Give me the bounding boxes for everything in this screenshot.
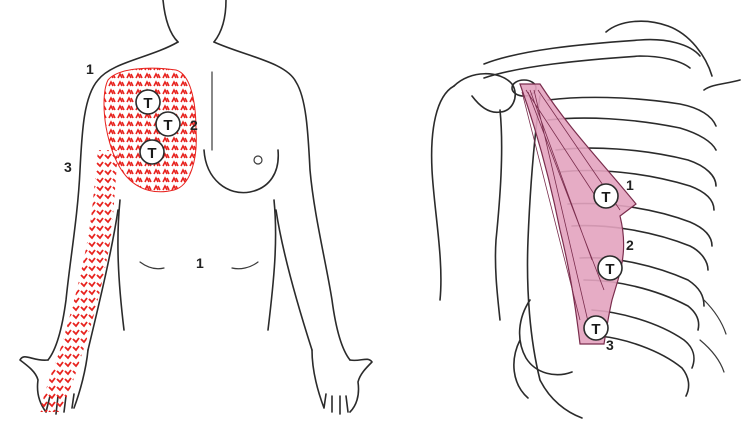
nipple-right (254, 156, 262, 164)
inner-arm-outline (88, 210, 312, 350)
svg-text:1: 1 (626, 177, 634, 193)
spine-hints (700, 300, 726, 372)
svg-text:T: T (147, 145, 156, 162)
neck-outline (163, 0, 226, 42)
abdomen-line-left (140, 262, 164, 269)
upper-arm-outline (432, 86, 502, 320)
muscle-trigger-point-3: T 3 (584, 316, 614, 353)
trigger-point-1: T (136, 90, 160, 114)
svg-text:T: T (143, 95, 152, 112)
abdomen-line-right (232, 262, 258, 269)
trigger-point-3: T (140, 140, 164, 164)
zone-label-3: 3 (64, 159, 72, 175)
svg-text:T: T (605, 261, 614, 278)
right-hand-outline (312, 350, 372, 414)
svg-text:2: 2 (626, 237, 634, 253)
trigger-point-2: T (156, 112, 180, 136)
svg-text:T: T (601, 189, 610, 206)
zone-label-2: 2 (190, 117, 198, 133)
svg-text:3: 3 (606, 337, 614, 353)
lower-rib-curls (514, 300, 572, 398)
upper-rib-curve (606, 21, 740, 90)
svg-text:T: T (591, 321, 600, 338)
humeral-head (454, 74, 515, 113)
shoulder-ribcage-figure: T 1 T 2 T 3 (432, 21, 740, 418)
front-torso-figure: T T T 1 2 3 1 (20, 0, 372, 414)
referred-pain-chest (104, 68, 196, 192)
zone-label-1: 1 (86, 61, 94, 77)
breast-outline (204, 150, 278, 193)
zone-label-abdomen: 1 (196, 255, 204, 271)
clavicle (484, 40, 700, 78)
svg-text:T: T (163, 117, 172, 134)
pectoralis-minor-muscle (520, 84, 636, 344)
